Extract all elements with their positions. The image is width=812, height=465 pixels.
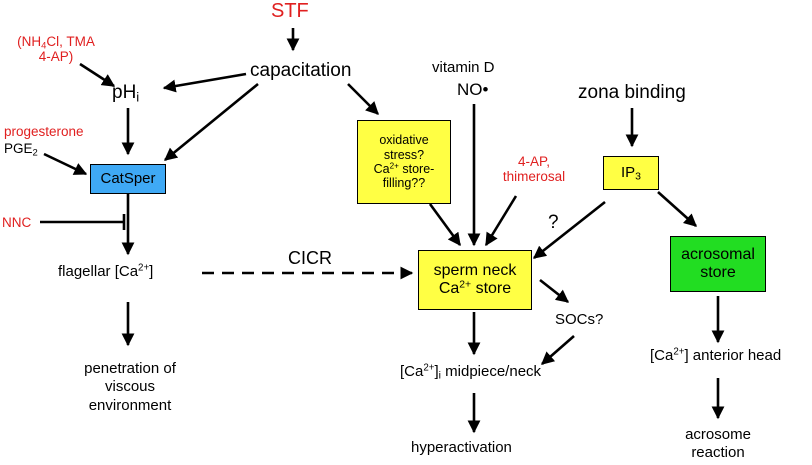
modulators-ph-line1-sub: 4 (41, 40, 47, 52)
socs-label: SOCs? (555, 311, 604, 328)
ap-thimerosal-line1: 4-AP, (517, 154, 551, 169)
oxidative-line3-pre: Ca (373, 162, 390, 176)
modulators-ph-line1-pre: (NH (17, 34, 42, 49)
arrow-socs-midpiece (541, 335, 575, 365)
arrow-capacitation-catsper (163, 82, 259, 162)
arrow-neck-socs (539, 278, 570, 304)
pge2-sub: 2 (32, 147, 38, 159)
sperm-neck-line1: sperm neck (433, 261, 517, 279)
ap-thimerosal-line2: thimerosal (502, 169, 566, 185)
flagellar-sup: 2+ (138, 262, 150, 274)
vitamin-d-label: vitamin D (432, 59, 495, 76)
ap-thimerosal-label: 4-AP, thimerosal (496, 154, 572, 184)
arrow-ip3-neck (532, 200, 606, 260)
acrosome-line1: acrosome (685, 426, 751, 443)
arrow-capacitation-phi (162, 72, 247, 93)
midpiece-post: midpiece/neck (440, 363, 542, 380)
nnc-label: NNC (2, 215, 32, 230)
capacitation-label: capacitation (250, 60, 352, 81)
oxidative-line4: filling?? (382, 176, 426, 191)
oxidative-stress-box: oxidative stress? Ca2+ store- filling?? (357, 120, 451, 204)
penetration-line3: environment (88, 396, 172, 414)
anterior-sup: 2+ (673, 346, 685, 358)
midpiece-pre: [Ca (400, 363, 424, 380)
flagellar-post: ] (149, 263, 154, 280)
arrow-ap-thimerosal-neck (484, 195, 518, 247)
acrosome-reaction-label: acrosome reaction (668, 426, 768, 462)
ip3-sub: 3 (635, 171, 642, 183)
penetration-line2: viscous (104, 378, 156, 396)
penetration-label: penetration of viscous environment (60, 360, 200, 415)
flagellar-label: flagellar [Ca2+] (58, 262, 154, 281)
acrosomal-line2: store (700, 264, 736, 281)
stf-label: STF (271, 0, 309, 22)
midpiece-sup: 2+ (423, 362, 435, 374)
sperm-neck-line2-pre: Ca (438, 280, 460, 297)
question-label: ? (548, 212, 559, 233)
progesterone-label: progesterone (4, 124, 84, 139)
acrosomal-line1: acrosomal (681, 245, 755, 263)
arrow-progesterone-catsper (43, 152, 88, 176)
modulators-ph-label: (NH4Cl, TMA 4-AP) (6, 34, 106, 64)
acrosomal-store-box: acrosomal store (670, 236, 766, 292)
cicr-label: CICR (288, 248, 332, 268)
midpiece-label: [Ca2+]i midpiece/neck (400, 362, 542, 382)
anterior-head-label: [Ca2+] anterior head (650, 346, 782, 365)
ip3-box: IP3 (603, 156, 659, 190)
midpiece-sub: i (438, 369, 441, 382)
catsper-label: CatSper (100, 170, 156, 188)
arrow-oxidative-neck (428, 203, 462, 247)
flagellar-pre: flagellar [Ca (58, 263, 139, 280)
arrow-modulators-phi (79, 62, 116, 88)
sperm-neck-line2-post: store (471, 280, 512, 297)
phi-label: pHi (112, 82, 139, 103)
acrosome-line2: reaction (691, 444, 745, 461)
pge2-base: PGE (4, 141, 33, 156)
oxidative-line3-post: store- (398, 162, 435, 176)
arrow-ip3-acrosomal (657, 191, 697, 227)
zona-binding-label: zona binding (578, 82, 686, 103)
ip3-base: IP (620, 164, 636, 182)
phi-sub: i (136, 89, 140, 105)
midpiece-mid: ] (434, 363, 439, 380)
no-label: NO• (457, 80, 489, 99)
anterior-post: ] anterior head (684, 347, 782, 364)
sperm-neck-line2-sup: 2+ (459, 279, 472, 291)
oxidative-line1: oxidative (379, 133, 429, 148)
modulators-ph-line2: 4-AP) (38, 49, 74, 65)
hyperactivation-label: hyperactivation (411, 439, 512, 456)
modulators-ph-line1-post: Cl, TMA (46, 34, 95, 49)
phi-base: pH (112, 82, 137, 103)
catsper-box: CatSper (90, 164, 166, 194)
anterior-pre: [Ca (650, 347, 674, 364)
arrow-capacitation-oxidative (347, 83, 379, 115)
penetration-line1: penetration of (84, 360, 176, 377)
oxidative-line3-sup: 2+ (389, 161, 399, 171)
sperm-neck-store-box: sperm neck Ca2+ store (418, 250, 532, 310)
pge2-label: PGE2 (4, 141, 38, 159)
oxidative-line2: stress? (383, 147, 425, 162)
